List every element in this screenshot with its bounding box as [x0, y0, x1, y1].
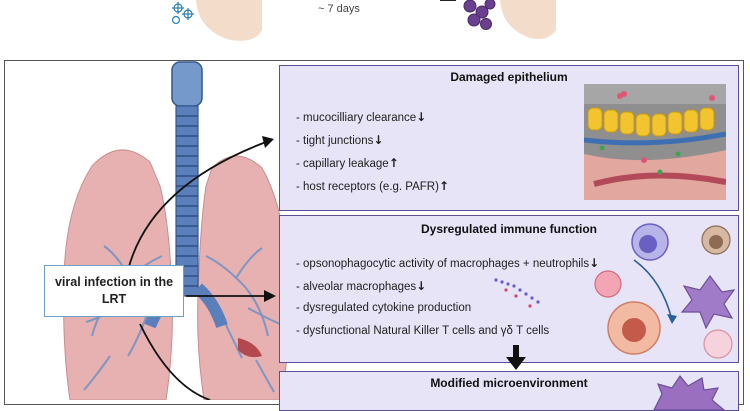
arrow-down-icon: ↓	[416, 110, 427, 124]
viral-infection-label: viral infection in the LRT	[44, 265, 184, 317]
list-item: - capillary leakage↑	[296, 156, 399, 170]
arrow-down-icon: ↓	[373, 133, 384, 147]
dendritic-dots	[494, 278, 540, 304]
top-strip-illustration	[171, 0, 556, 41]
arrow-to-microenvironment	[139, 323, 211, 400]
list-item: - dysregulated cytokine production	[296, 302, 472, 314]
down-arrow	[506, 345, 526, 370]
virus-particles-icon	[171, 2, 194, 25]
connector-arrows	[127, 141, 267, 400]
list-item: - mucocilliary clearance↓	[296, 110, 427, 124]
red-cell	[594, 270, 622, 298]
face-right-illustration	[500, 0, 556, 39]
bacteria-cluster-icon	[463, 0, 496, 30]
eosinophil-cell	[703, 329, 733, 359]
dendritic-cell	[680, 274, 736, 330]
list-item: - alveolar macrophages↓	[296, 279, 427, 293]
duration-label: ~ 7 days	[318, 3, 360, 15]
arrow-up-icon: ↑	[438, 179, 450, 193]
right-lung	[197, 155, 289, 400]
spiky-cell-illustration	[653, 374, 725, 410]
immune-cells-illustration	[494, 223, 736, 359]
list-item: - dysfunctional Natural Killer T cells a…	[296, 325, 550, 337]
arrow-down-icon: ↓	[589, 256, 600, 270]
list-item: - tight junctions↓	[296, 133, 384, 147]
panel-title: Modified microenvironment	[430, 376, 588, 390]
panel-modified-microenvironment: Modified microenvironment	[279, 371, 739, 411]
arrowheads	[262, 136, 276, 302]
panel-dysregulated-immune-function: Dysregulated immune function - opsonopha…	[279, 215, 739, 363]
panel-damaged-epithelium: Damaged epithelium - mucocilliary cleara…	[279, 65, 739, 211]
list-item: - opsonophagocytic activity of macrophag…	[296, 256, 600, 270]
arrow-up-icon: ↑	[388, 156, 399, 170]
face-left-illustration	[196, 0, 262, 41]
panel-title: Dysregulated immune function	[420, 222, 598, 236]
epithelium-illustration	[584, 84, 726, 200]
arrow-to-epithelium	[127, 141, 267, 271]
arrow-down-icon: ↓	[416, 279, 427, 293]
panel-title: Damaged epithelium	[450, 70, 568, 84]
list-item: - host receptors (e.g. PAFR)↑	[296, 179, 450, 193]
